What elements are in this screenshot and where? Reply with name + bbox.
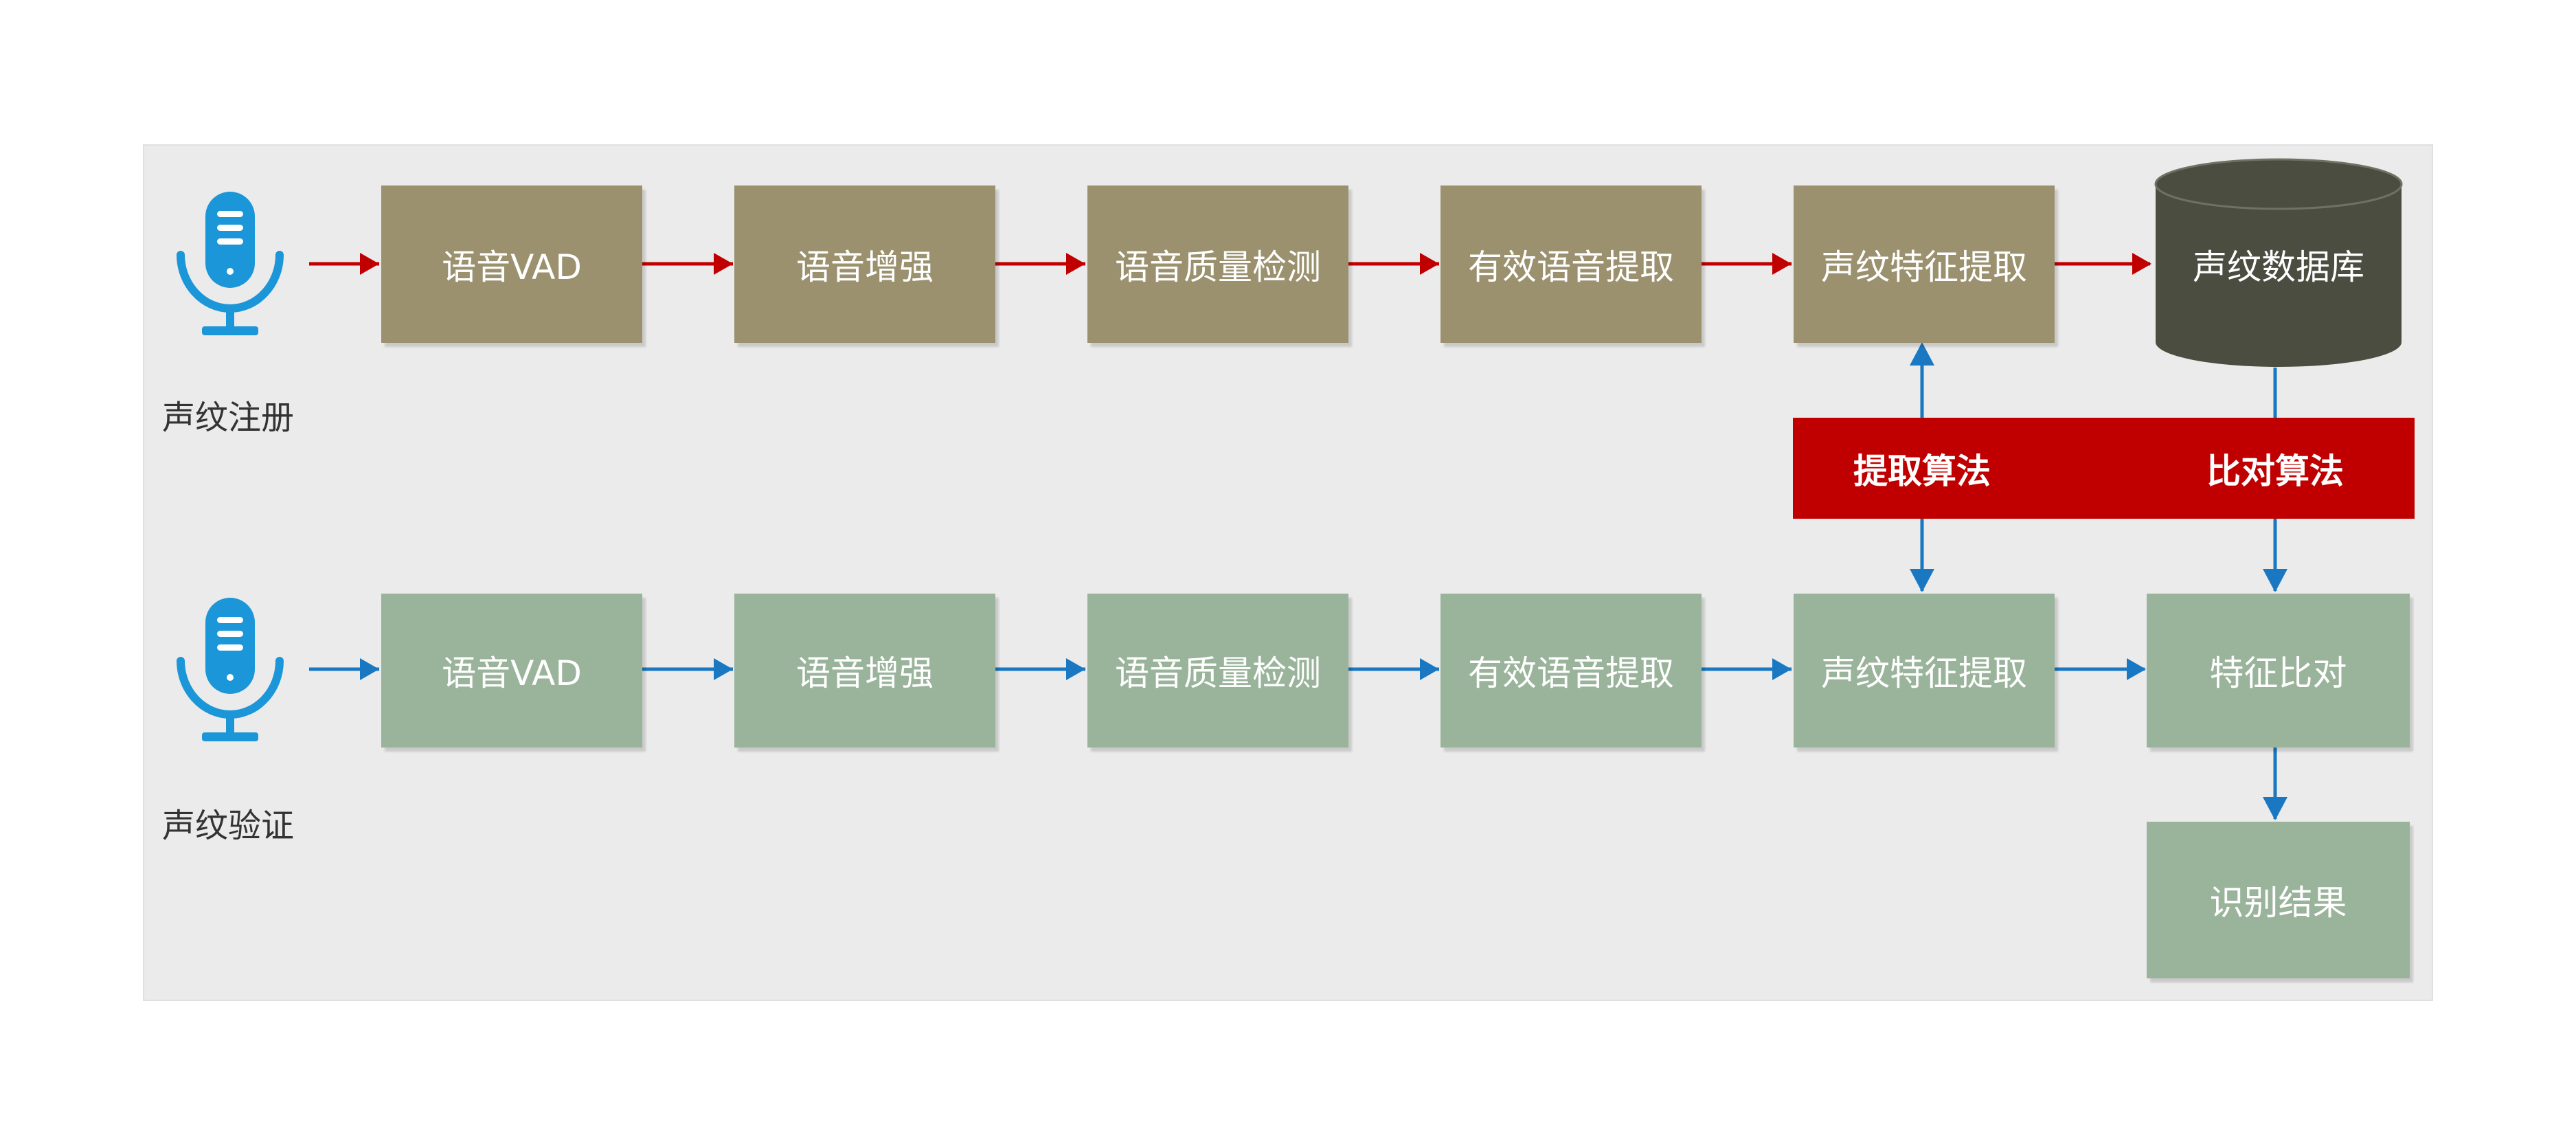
ver-arrowhead-4	[1420, 658, 1439, 680]
ver-arrowhead-5	[1772, 658, 1792, 680]
ver-step-enhance: 语音增强	[734, 594, 995, 748]
reg-arrowhead-4	[1420, 253, 1439, 275]
ver-step-vad: 语音VAD	[381, 594, 642, 748]
reg-step-feature: 声纹特征提取	[1794, 186, 2055, 343]
ver-step-vad-label: 语音VAD	[442, 653, 582, 693]
reg-step-enhance: 语音增强	[734, 186, 995, 343]
reg-arrowhead-1	[360, 253, 379, 275]
extract-algorithm-label: 提取算法	[1853, 451, 1991, 491]
ver-arrowhead-6	[2127, 658, 2146, 680]
ver-arrowhead-3	[1066, 658, 1085, 680]
reg-step-feature-label: 声纹特征提取	[1821, 247, 2027, 287]
ver-step-feature: 声纹特征提取	[1794, 594, 2055, 748]
compare-algorithm-label: 比对算法	[2206, 451, 2344, 491]
algorithm-bar	[1793, 418, 2415, 519]
reg-step-quality: 语音质量检测	[1087, 186, 1348, 343]
reg-arrowhead-5	[1772, 253, 1792, 275]
reg-arrowhead-3	[1066, 253, 1085, 275]
verification-label: 声纹验证	[162, 807, 295, 845]
ver-step-feature-label: 声纹特征提取	[1821, 653, 2027, 693]
microphone-icon	[177, 598, 284, 741]
reg-step-vad-label: 语音VAD	[442, 247, 582, 287]
reg-step-quality-label: 语音质量检测	[1115, 247, 1321, 287]
database-cylinder-icon	[2154, 158, 2403, 367]
ver-arrowhead-1	[360, 658, 379, 680]
reg-step-valid-speech: 有效语音提取	[1440, 186, 1702, 343]
reg-arrowhead-6	[2132, 253, 2151, 275]
reg-arrowhead-2	[714, 253, 733, 275]
recognition-result-label: 识别结果	[2209, 883, 2347, 923]
recognition-result-box: 识别结果	[2147, 822, 2410, 978]
registration-label: 声纹注册	[162, 398, 295, 437]
arrowhead-extract-up	[1910, 342, 1934, 366]
arrowhead-extract-down	[1910, 569, 1934, 592]
ver-step-quality-label: 语音质量检测	[1115, 653, 1321, 693]
ver-step-enhance-label: 语音增强	[796, 653, 934, 693]
arrowhead-compare-down	[2263, 569, 2287, 592]
ver-step-valid-speech-label: 有效语音提取	[1468, 653, 1674, 693]
feature-compare-label: 特征比对	[2209, 653, 2347, 693]
reg-step-enhance-label: 语音增强	[796, 247, 934, 287]
ver-step-quality: 语音质量检测	[1087, 594, 1348, 748]
feature-compare-box: 特征比对	[2147, 594, 2410, 748]
reg-step-valid-speech-label: 有效语音提取	[1468, 247, 1674, 287]
ver-arrowhead-2	[714, 658, 733, 680]
reg-step-vad: 语音VAD	[381, 186, 642, 343]
microphone-icon	[177, 192, 284, 335]
ver-step-valid-speech: 有效语音提取	[1440, 594, 1702, 748]
database-label: 声纹数据库	[2193, 247, 2364, 287]
arrowhead-result-down	[2263, 797, 2287, 820]
